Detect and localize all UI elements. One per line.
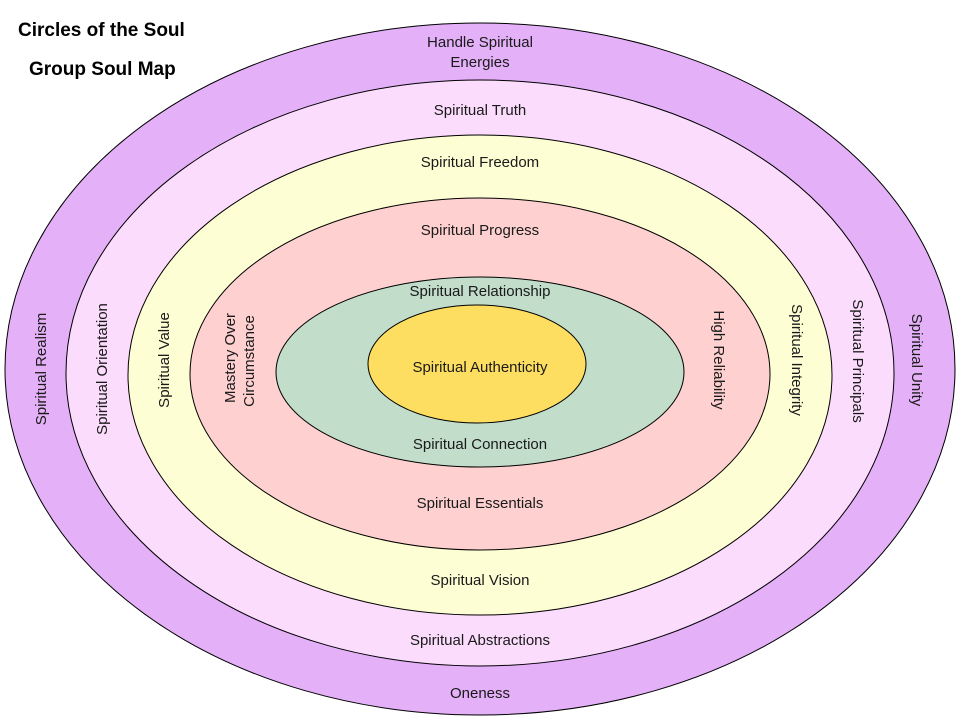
ring2-left-label: Spiritual Orientation [94,303,111,435]
ring1-bottom-label: Oneness [450,685,510,702]
ring2-bottom-label: Spiritual Abstractions [410,632,550,649]
ring5-bottom-label: Spiritual Connection [413,436,547,453]
ring2-right-label: Spiritual Principals [849,299,866,422]
ring4-bottom-label: Spiritual Essentials [417,495,544,512]
ring1-left-label: Spiritual Realism [33,313,50,426]
ring5-top-label: Spiritual Relationship [410,283,551,300]
core-ellipse [367,304,587,424]
ring3-top-label: Spiritual Freedom [421,154,539,171]
ring4-left-label-line2: Circumstance [241,315,258,407]
ring1-top-label-line1: Handle Spiritual [427,34,533,51]
ring3-right-label: Spiritual Integrity [788,304,805,416]
ring2-top-label: Spiritual Truth [434,102,527,119]
ring4-top-label: Spiritual Progress [421,222,539,239]
ring4-right-label: High Reliability [710,310,727,410]
core-label: Spiritual Authenticity [412,359,548,376]
ring3-bottom-label: Spiritual Vision [431,572,530,589]
ring1-right-label: Spiritual Unity [908,314,925,407]
diagram-title: Circles of the Soul [18,20,185,41]
ring3-left-label: Spiritual Value [156,312,173,408]
diagram-subtitle: Group Soul Map [29,59,176,80]
ring1-top-label-line2: Energies [450,54,509,71]
ring4-left-label-line1: Mastery Over [222,313,239,403]
